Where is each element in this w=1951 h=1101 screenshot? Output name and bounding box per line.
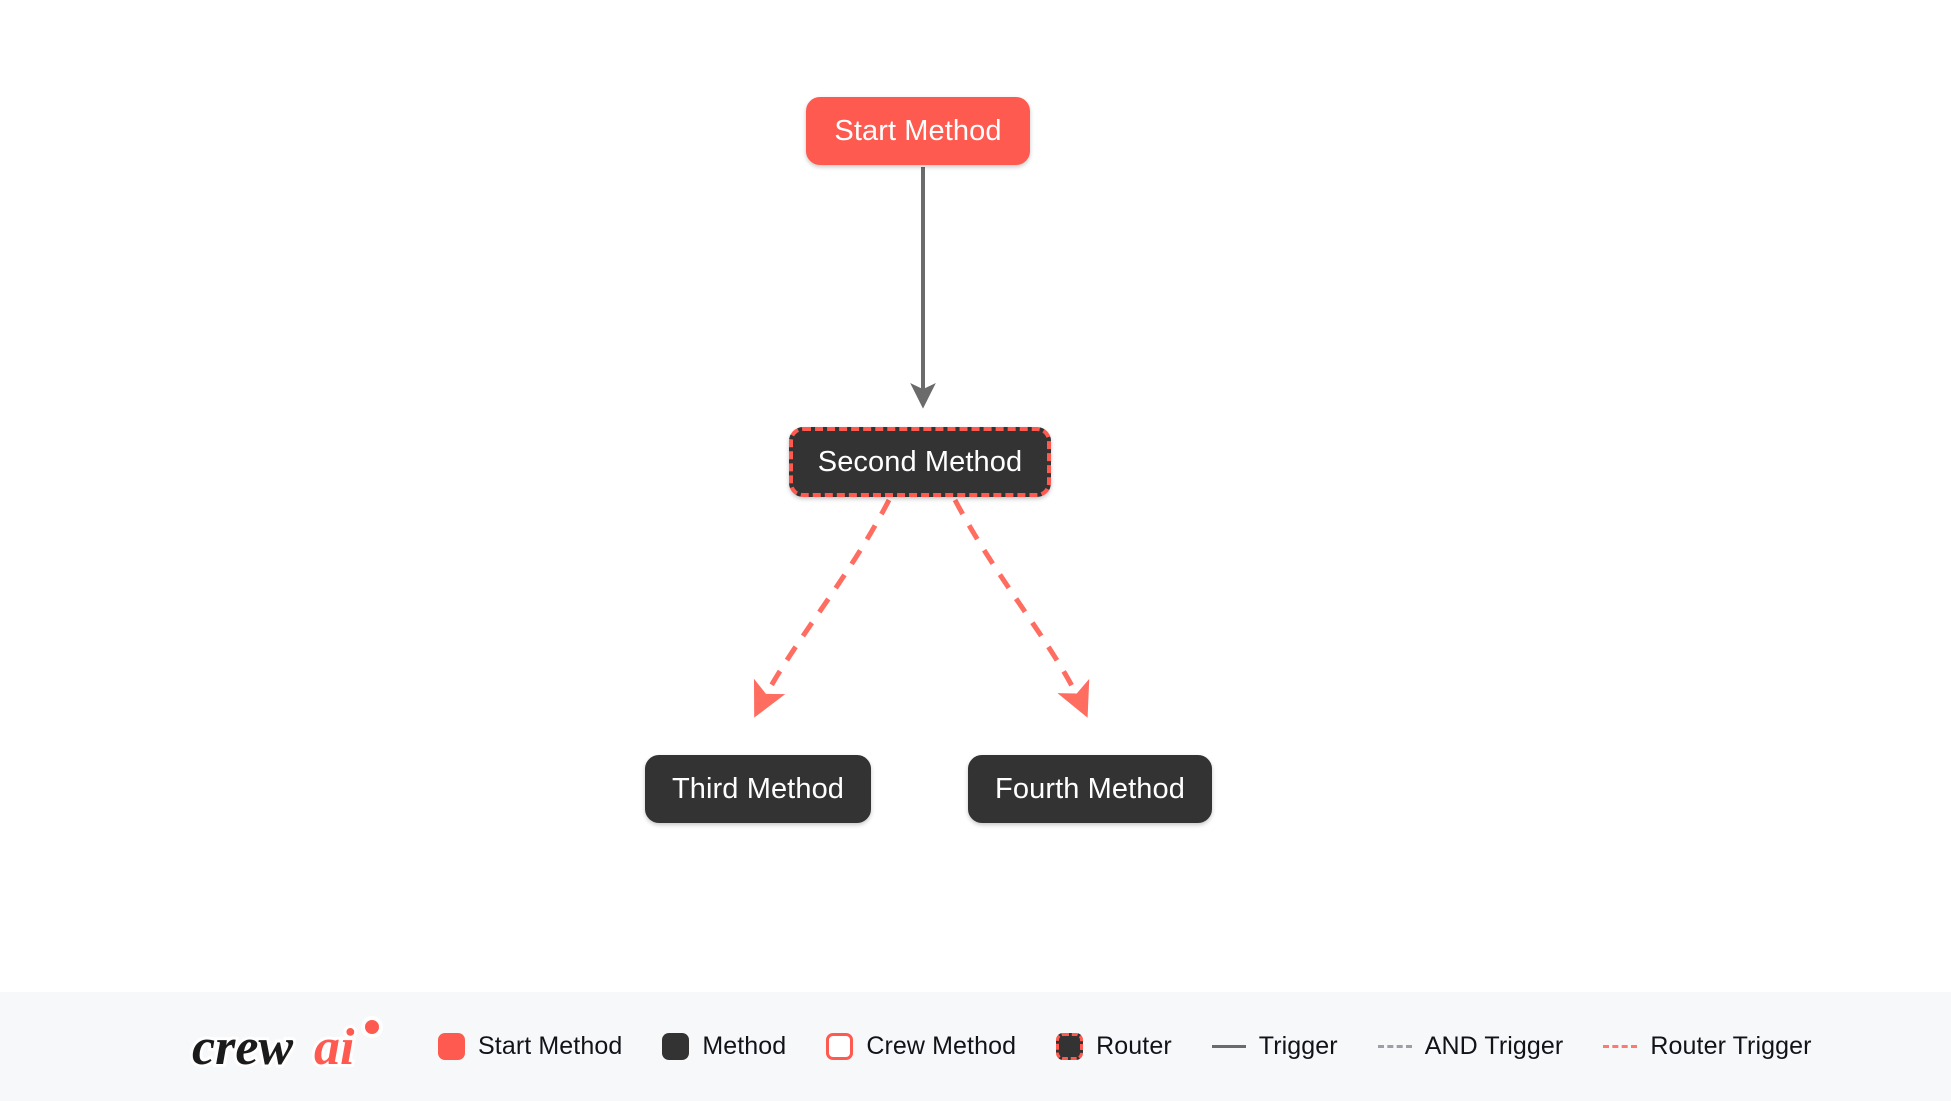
legend-item-router[interactable]: Router: [1056, 1032, 1172, 1061]
edge-second-to-fourth: [952, 498, 1090, 718]
edge-second-to-third: [753, 498, 892, 718]
node-fourth-method-label: Fourth Method: [995, 772, 1185, 805]
legend-label-router-trigger: Router Trigger: [1650, 1032, 1812, 1060]
flow-canvas[interactable]: Start Method Second Method Third Method …: [0, 0, 1951, 992]
node-start-method[interactable]: Start Method: [806, 97, 1030, 165]
crewai-logo: crew ai: [190, 1014, 408, 1080]
node-start-method-label: Start Method: [834, 114, 1002, 147]
crewai-logo-primary-text: crew: [192, 1019, 293, 1076]
trigger-line-icon: [1211, 1045, 1246, 1048]
legend-item-trigger[interactable]: Trigger: [1211, 1032, 1338, 1061]
crew-method-swatch-icon: [826, 1033, 854, 1060]
legend-label-crew-method: Crew Method: [866, 1032, 1017, 1060]
node-third-method[interactable]: Third Method: [645, 755, 871, 823]
crewai-logo-dot-icon: [361, 1015, 383, 1038]
node-fourth-method[interactable]: Fourth Method: [968, 755, 1212, 823]
crewai-logo-icon: crew ai: [190, 1015, 383, 1079]
legend-item-crew-method[interactable]: Crew Method: [826, 1032, 1016, 1061]
legend-item-method[interactable]: Method: [662, 1032, 786, 1061]
legend-label-trigger: Trigger: [1258, 1032, 1338, 1060]
crewai-logo-accent-text: ai: [314, 1019, 355, 1076]
legend-item-start-method[interactable]: Start Method: [438, 1032, 622, 1061]
legend-bar: crew ai Start Method Method Crew Method …: [0, 992, 1951, 1101]
legend-label-and-trigger: AND Trigger: [1424, 1032, 1564, 1060]
legend-label-method: Method: [702, 1032, 787, 1060]
method-swatch-icon: [662, 1033, 690, 1060]
legend-item-router-trigger[interactable]: Router Trigger: [1603, 1032, 1811, 1061]
node-second-method-label: Second Method: [817, 445, 1023, 478]
start-method-swatch-icon: [438, 1033, 465, 1060]
legend-label-start-method: Start Method: [478, 1032, 623, 1060]
legend-label-router: Router: [1096, 1032, 1172, 1060]
legend-item-and-trigger[interactable]: AND Trigger: [1377, 1032, 1564, 1061]
node-second-method[interactable]: Second Method: [789, 427, 1051, 497]
router-swatch-icon: [1056, 1033, 1084, 1060]
and-trigger-line-icon: [1377, 1045, 1412, 1048]
router-trigger-line-icon: [1603, 1045, 1638, 1048]
node-third-method-label: Third Method: [671, 772, 845, 805]
